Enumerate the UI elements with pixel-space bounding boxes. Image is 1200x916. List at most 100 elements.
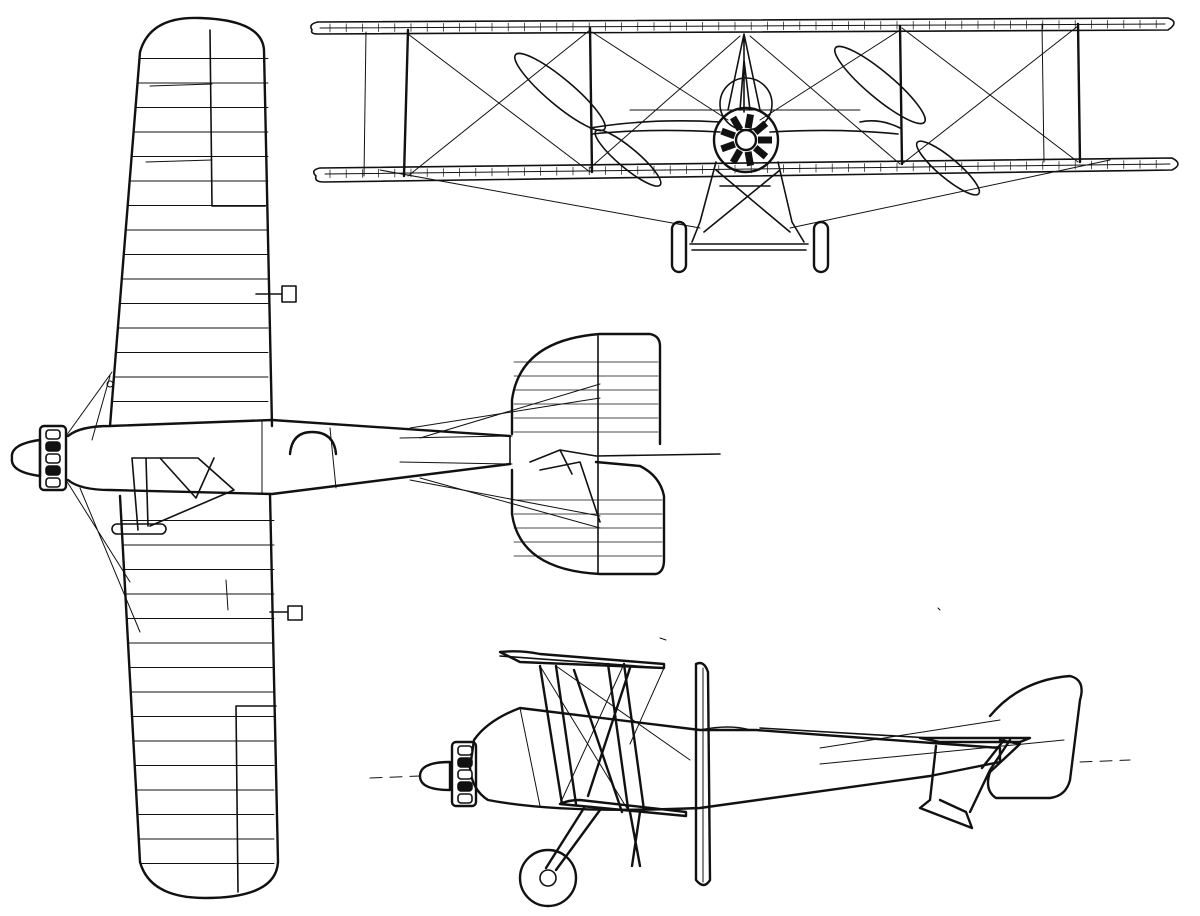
side-tailskid <box>918 738 1012 830</box>
engine-cylinder <box>45 453 61 464</box>
top-wing-upper-half <box>108 16 274 428</box>
top-tailplane-ribs <box>513 361 663 557</box>
side-upper-wing <box>498 650 666 670</box>
front-outer-strut <box>363 31 367 177</box>
side-engine-cowl <box>450 740 478 808</box>
front-rotary-engine-icon <box>720 113 772 167</box>
top-tailplane-upper <box>510 332 662 446</box>
side-fuselage-frame <box>519 707 541 807</box>
top-wing-fitting-lower <box>269 605 303 621</box>
front-upper-wing <box>310 17 1175 35</box>
side-wheel <box>518 848 578 908</box>
front-interplane-strut <box>1076 22 1082 164</box>
side-tailplane <box>918 736 1032 744</box>
front-propeller-blade-left <box>513 52 607 132</box>
front-upper-wing-spar <box>319 23 1166 29</box>
front-wing-rib-ticks <box>329 19 1157 179</box>
top-tailplane-lower <box>510 460 666 576</box>
side-tail-wire <box>819 739 1065 765</box>
top-tail-wire <box>419 383 601 439</box>
front-engine-cylinder <box>729 148 744 165</box>
front-propeller-blade-right <box>833 45 927 125</box>
front-flying-wire <box>379 169 701 229</box>
side-detail-mark <box>937 607 941 611</box>
side-propeller <box>694 661 712 887</box>
engine-cylinder <box>45 441 61 452</box>
side-upper-wing-edge <box>499 655 665 669</box>
front-engine-cylinder <box>720 140 736 153</box>
side-turtledeck <box>699 726 931 739</box>
front-interplane-struts <box>363 22 1082 178</box>
top-fuselage-frame <box>329 427 337 489</box>
front-interplane-strut <box>588 26 594 174</box>
front-engine-cylinder <box>744 113 754 129</box>
front-engine-cylinder <box>720 127 736 140</box>
side-engine-cylinders-icon <box>457 745 473 804</box>
top-aileron-lower <box>235 705 277 893</box>
top-undercarriage-axle <box>111 523 167 535</box>
front-bracing-wire <box>407 29 591 177</box>
front-wheel-left <box>670 220 688 274</box>
front-cowling <box>712 106 780 174</box>
top-engine-cylinders-icon <box>45 429 61 488</box>
front-outer-strut <box>1041 23 1045 163</box>
front-propeller-blade-lower-left <box>594 129 662 187</box>
side-undercarriage <box>544 806 642 872</box>
top-fin <box>529 449 721 523</box>
side-bracing-wires <box>539 663 691 811</box>
engine-cylinder <box>45 429 61 440</box>
side-spinner <box>418 760 452 792</box>
front-engine-cylinder <box>729 115 744 132</box>
front-propeller-blade-lower-right <box>915 140 981 196</box>
front-flying-wire <box>789 159 1111 229</box>
top-wing-detail <box>149 83 213 87</box>
front-cabane-struts <box>727 33 761 113</box>
engine-cylinder <box>45 477 61 488</box>
top-cockpit <box>288 430 338 456</box>
top-spinner <box>10 438 42 478</box>
engine-cylinder <box>457 769 473 780</box>
front-lower-wing-spar <box>324 163 1171 175</box>
front-engine-cylinder <box>752 145 769 160</box>
top-fuselage <box>66 418 512 496</box>
front-bracing-wire <box>749 35 901 165</box>
front-landing-gear <box>689 161 809 251</box>
side-centerline <box>369 775 421 779</box>
side-detail-mark <box>659 637 667 641</box>
front-interplane-strut <box>402 28 410 178</box>
front-lower-wing <box>312 157 1179 183</box>
engine-cylinder <box>457 745 473 756</box>
top-wing-ribs <box>111 58 275 864</box>
top-aileron-upper <box>209 29 266 207</box>
front-engine-cylinder <box>744 151 754 167</box>
side-wheel-hub <box>539 869 557 887</box>
side-tail-wire <box>819 719 1001 749</box>
front-wheel-right <box>812 220 830 274</box>
engine-cylinder <box>457 757 473 768</box>
front-engine-hub <box>734 128 758 152</box>
front-bracing-wire <box>589 35 741 169</box>
front-lower-wing-center <box>589 120 901 135</box>
top-undercarriage <box>131 457 235 531</box>
top-bracing-wires <box>65 371 601 633</box>
side-interplane-struts <box>538 662 646 814</box>
front-bracing-wire <box>901 25 1079 165</box>
front-bracing-wire <box>591 31 729 121</box>
front-bracing-wires <box>407 25 1079 177</box>
top-engine-cowl <box>38 424 68 492</box>
top-wing-fitting-upper <box>255 285 297 303</box>
top-wing-detail <box>225 579 229 611</box>
front-bracing-wire <box>759 29 901 121</box>
top-tail-wire <box>419 477 601 529</box>
side-fuselage <box>468 706 1002 811</box>
engine-cylinder <box>457 781 473 792</box>
top-wing-detail <box>145 159 213 163</box>
front-engine-cylinder <box>752 120 769 135</box>
front-view <box>310 17 1179 274</box>
engine-cylinder <box>457 793 473 804</box>
side-centerline <box>1079 759 1131 763</box>
top-view <box>10 16 721 900</box>
engine-cylinder <box>45 465 61 476</box>
